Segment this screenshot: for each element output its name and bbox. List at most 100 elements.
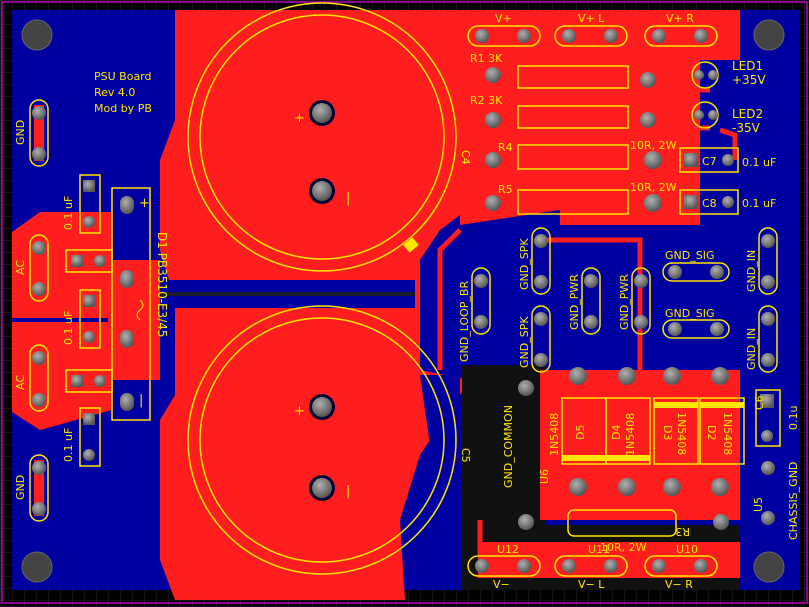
d3-outline (653, 397, 699, 465)
pad (94, 375, 106, 387)
pad (584, 315, 598, 329)
negative-pour (462, 365, 740, 590)
gnd-connectors-center[interactable] (471, 227, 778, 373)
vminus-l-label: V− L (578, 578, 605, 591)
gnd-sig-label-2: GND_SIG (665, 307, 714, 320)
gnd-label-top: GND (14, 120, 27, 145)
pad (32, 502, 46, 516)
c4-label: C4 (459, 150, 472, 165)
cap-small-left[interactable] (65, 174, 113, 467)
c6-outline (755, 389, 781, 447)
r4-outline (517, 144, 629, 170)
led1[interactable] (691, 61, 719, 89)
gnd-pwr-label-1: GND_PWR (568, 274, 581, 330)
pad (618, 478, 636, 496)
d4-outline (605, 397, 651, 465)
bridge-pad (120, 330, 134, 348)
pad (711, 478, 729, 496)
vplus-connectors[interactable] (467, 25, 718, 47)
pad (517, 29, 531, 43)
pad (474, 274, 488, 288)
c6-value: 0.1u (787, 406, 800, 430)
gnd-sig-1-outline (662, 262, 730, 282)
cap-outline (65, 369, 113, 393)
d2-part: 1N5408 (721, 412, 734, 455)
led2-voltage: -35V (732, 121, 761, 135)
traces (437, 59, 738, 555)
cap-c5-outline-inner (199, 317, 445, 563)
cap-c4-plus: + (294, 111, 305, 126)
cap-outline (79, 174, 101, 234)
resistors-top[interactable] (485, 65, 662, 215)
r5-value: 10R, 2W (630, 181, 677, 194)
vminus-connectors[interactable] (467, 555, 718, 577)
cap-c5[interactable] (187, 305, 457, 575)
gnd-in-1-outline (758, 227, 778, 295)
d3-label: D3 (661, 425, 674, 440)
pad (708, 70, 718, 80)
gnd-connector-bottom[interactable] (29, 454, 49, 522)
d3-band (654, 402, 698, 408)
gnd-spk-label-1: GND_SPK (518, 238, 531, 290)
pad (761, 461, 775, 475)
pad (652, 29, 666, 43)
cap-outline (79, 407, 101, 467)
gnd-common[interactable] (518, 380, 534, 530)
gnd-in-label-2: GND_IN (745, 328, 758, 370)
r5-outline (517, 189, 629, 215)
connector-outline (644, 555, 718, 577)
cap-c4-outline-inner (199, 14, 445, 260)
pad (584, 274, 598, 288)
c5-label: C5 (459, 448, 472, 463)
c8-outline (679, 189, 739, 215)
bridge-label: D1 PB3510-E3/45 (155, 232, 169, 338)
pad (722, 154, 734, 166)
pad (534, 312, 548, 326)
pad (71, 255, 83, 267)
pad (534, 275, 548, 289)
chassis-gnd-pad[interactable] (761, 461, 775, 525)
pad (485, 67, 501, 83)
cap-c7-c8[interactable] (679, 147, 739, 215)
gnd-loop-label: GND_LOOP_BR (458, 281, 471, 362)
ac-connector-top[interactable] (29, 234, 49, 302)
pad (475, 29, 489, 43)
gnd-pwr-label-2: GND_PWR (618, 274, 631, 330)
diodes[interactable] (561, 367, 745, 496)
resistor-r3[interactable] (567, 509, 729, 537)
cap-c6[interactable] (755, 389, 781, 447)
gnd-in-label-1: GND_IN (745, 250, 758, 292)
pad (761, 430, 773, 442)
d5-part: 1N5408 (548, 413, 561, 456)
vminus-r-label: V− R (665, 578, 693, 591)
connector-outline (644, 25, 718, 47)
pad (474, 315, 488, 329)
pad (710, 265, 724, 279)
u5-label: U5 (752, 497, 765, 512)
board-title-line-3: Mod by PB (94, 102, 152, 115)
d2-label: D2 (705, 425, 718, 440)
gnd-in-2-outline (758, 305, 778, 373)
r2-label: R2 3K (470, 94, 503, 107)
vplus-trace (460, 52, 740, 55)
connector-outline (554, 555, 628, 577)
cap-pads (309, 100, 335, 501)
gnd-pwr-1-outline (581, 267, 601, 335)
ac-connector-bottom[interactable] (29, 344, 49, 412)
cap-c4[interactable] (187, 2, 457, 272)
connector-outline (29, 234, 49, 302)
pad (694, 70, 704, 80)
pad (663, 367, 681, 385)
pad (634, 274, 648, 288)
pad (640, 112, 656, 128)
led2[interactable] (691, 101, 719, 129)
pad (761, 353, 775, 367)
bridge-d1[interactable]: + | (111, 187, 151, 421)
r2-outline (517, 105, 629, 129)
pad (640, 72, 656, 88)
u10-label: U10 (676, 543, 698, 556)
gnd-connector-top[interactable] (29, 99, 49, 167)
pad (722, 196, 734, 208)
r3-label: R3 (675, 525, 690, 538)
